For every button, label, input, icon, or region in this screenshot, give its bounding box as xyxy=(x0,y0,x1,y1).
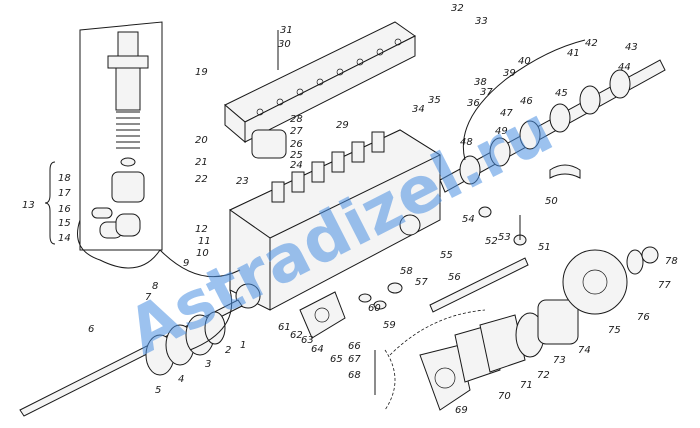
part-label-3: 3 xyxy=(205,359,211,370)
part-label-48: 48 xyxy=(460,137,473,148)
part-label-41: 41 xyxy=(567,48,580,59)
part-label-68: 68 xyxy=(348,370,361,381)
part-label-22: 22 xyxy=(195,174,208,185)
part-label-33: 33 xyxy=(475,16,488,27)
part-label-72: 72 xyxy=(537,370,550,381)
part-label-49: 49 xyxy=(495,126,508,137)
part-label-14: 14 xyxy=(58,233,71,244)
part-label-63: 63 xyxy=(301,335,314,346)
part-label-73: 73 xyxy=(553,355,566,366)
part-label-24: 24 xyxy=(290,160,303,171)
plunger-inset xyxy=(44,21,163,251)
part-label-6: 6 xyxy=(88,324,94,335)
part-label-11: 11 xyxy=(198,236,211,247)
part-label-59: 59 xyxy=(383,320,396,331)
part-label-51: 51 xyxy=(538,242,551,253)
part-label-64: 64 xyxy=(311,344,324,355)
part-label-62: 62 xyxy=(290,330,303,341)
part-label-5: 5 xyxy=(155,385,161,396)
part-label-61: 61 xyxy=(278,322,291,333)
part-label-31: 31 xyxy=(280,25,293,36)
part-label-37: 37 xyxy=(480,87,493,98)
part-label-39: 39 xyxy=(503,68,516,79)
rear-cover xyxy=(389,246,659,411)
part-label-65: 65 xyxy=(330,354,343,365)
part-label-52: 52 xyxy=(485,236,498,247)
part-label-26: 26 xyxy=(290,139,303,150)
part-label-42: 42 xyxy=(585,38,598,49)
part-label-78: 78 xyxy=(665,256,678,267)
part-label-23: 23 xyxy=(236,176,249,187)
part-label-60: 60 xyxy=(368,303,381,314)
part-label-9: 9 xyxy=(183,258,189,269)
part-label-34: 34 xyxy=(412,104,425,115)
part-label-13: 13 xyxy=(22,200,35,211)
part-label-46: 46 xyxy=(520,96,533,107)
part-label-44: 44 xyxy=(618,62,631,73)
part-label-20: 20 xyxy=(195,135,208,146)
part-label-71: 71 xyxy=(520,380,533,391)
part-label-75: 75 xyxy=(608,325,621,336)
part-label-45: 45 xyxy=(555,88,568,99)
part-label-29: 29 xyxy=(336,120,349,131)
part-label-50: 50 xyxy=(545,196,558,207)
camshaft-44 xyxy=(439,39,666,193)
part-label-4: 4 xyxy=(178,374,184,385)
part-label-2: 2 xyxy=(225,345,231,356)
front-seals xyxy=(145,311,226,376)
part-label-35: 35 xyxy=(428,95,441,106)
part-label-36: 36 xyxy=(467,98,480,109)
part-label-54: 54 xyxy=(462,214,475,225)
part-label-47: 47 xyxy=(500,108,513,119)
part-label-43: 43 xyxy=(625,42,638,53)
part-label-10: 10 xyxy=(196,248,209,259)
part-label-58: 58 xyxy=(400,266,413,277)
part-label-1: 1 xyxy=(240,340,246,351)
part-label-69: 69 xyxy=(455,405,468,416)
part-label-19: 19 xyxy=(195,67,208,78)
part-label-15: 15 xyxy=(58,218,71,229)
part-label-40: 40 xyxy=(518,56,531,67)
part-label-74: 74 xyxy=(578,345,591,356)
part-label-70: 70 xyxy=(498,391,511,402)
part-label-32: 32 xyxy=(451,3,464,14)
part-label-25: 25 xyxy=(290,150,303,161)
part-label-56: 56 xyxy=(448,272,461,283)
part-label-7: 7 xyxy=(145,292,152,303)
part-label-66: 66 xyxy=(348,341,361,352)
part-label-67: 67 xyxy=(348,354,361,365)
part-label-53: 53 xyxy=(498,232,511,243)
small-parts xyxy=(358,164,581,395)
part-label-17: 17 xyxy=(58,188,71,199)
part-label-12: 12 xyxy=(195,224,208,235)
part-label-16: 16 xyxy=(58,204,71,215)
pipe-56 xyxy=(429,257,529,313)
pump-housing xyxy=(229,129,442,311)
top-cover-30 xyxy=(224,21,416,144)
part-label-76: 76 xyxy=(637,312,650,323)
part-label-27: 27 xyxy=(290,126,303,137)
part-label-21: 21 xyxy=(195,157,208,168)
part-label-77: 77 xyxy=(658,280,671,291)
part-label-30: 30 xyxy=(278,39,291,50)
part-label-38: 38 xyxy=(474,77,487,88)
flange-62 xyxy=(299,291,346,339)
part-label-57: 57 xyxy=(415,277,428,288)
part-label-18: 18 xyxy=(58,173,71,184)
part-label-28: 28 xyxy=(290,114,303,125)
part-label-55: 55 xyxy=(440,250,453,261)
part-label-8: 8 xyxy=(152,281,158,292)
